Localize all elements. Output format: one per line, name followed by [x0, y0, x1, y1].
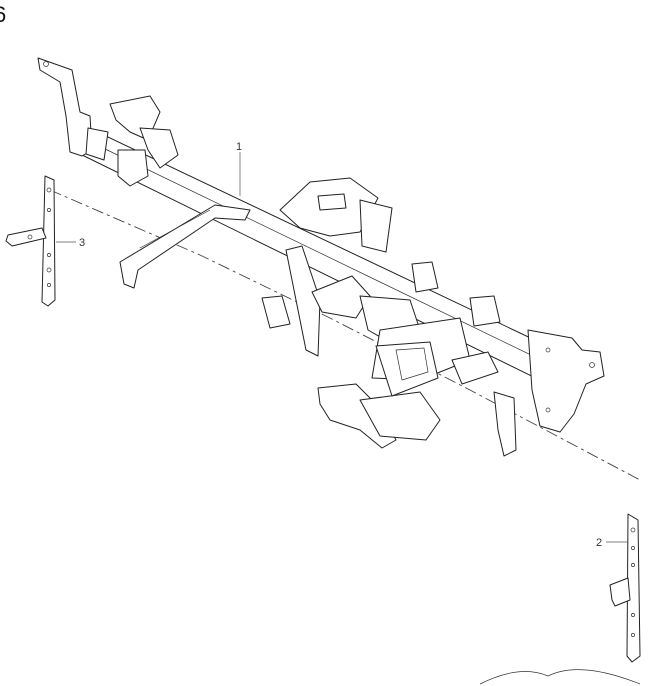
callout-label-2: 2: [596, 537, 602, 549]
page-number: 6: [0, 2, 7, 27]
crossmember: [37, 57, 605, 457]
alignment-centerline: [49, 189, 641, 481]
callout-label-3: 3: [79, 237, 85, 249]
right-side-bracket: [609, 513, 641, 663]
callout-label-1: 1: [236, 141, 242, 153]
torn-edge-decoration: [479, 669, 641, 685]
left-side-bracket: [5, 175, 56, 307]
